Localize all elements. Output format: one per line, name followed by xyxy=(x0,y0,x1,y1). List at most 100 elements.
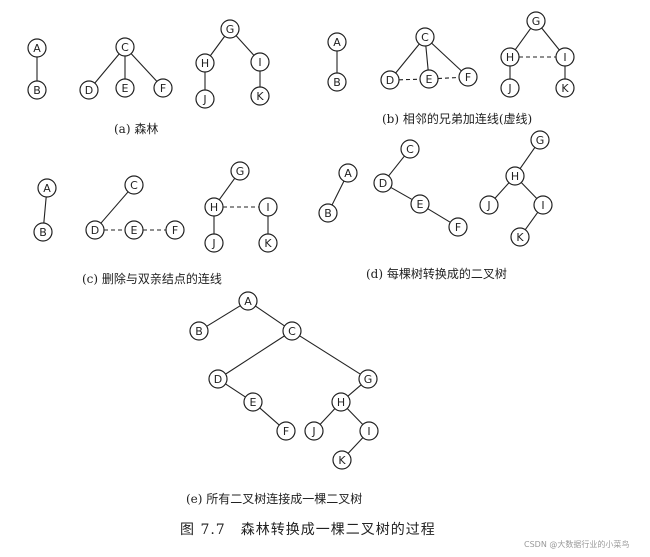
node-a-A: A xyxy=(27,38,47,58)
node-a-B: B xyxy=(27,80,47,100)
node-label: E xyxy=(426,73,433,86)
edge-d-I-K xyxy=(524,211,539,231)
node-label: C xyxy=(121,41,129,54)
node-label: J xyxy=(311,425,315,438)
edge-e-D-E xyxy=(225,383,246,398)
node-label: I xyxy=(266,201,269,214)
caption-c: (c) 删除与双亲结点的连线 xyxy=(82,272,222,286)
node-label: A xyxy=(43,182,51,195)
node-a-D: D xyxy=(79,80,99,100)
node-label: G xyxy=(364,373,373,386)
edge-e-A-B xyxy=(206,305,241,327)
node-label: G xyxy=(532,15,541,28)
node-label: A xyxy=(244,295,252,308)
figure-title: 图 7.7 森林转换成一棵二叉树的过程 xyxy=(180,522,436,538)
edge-e-A-C xyxy=(255,305,285,327)
node-b-K: K xyxy=(555,78,575,98)
node-e-B: B xyxy=(189,321,209,341)
node-b-A: A xyxy=(327,32,347,52)
node-d-A: A xyxy=(338,163,358,183)
node-label: J xyxy=(507,82,511,95)
node-label: B xyxy=(324,207,332,220)
node-c-A: A xyxy=(37,178,57,198)
node-d-J: J xyxy=(479,195,499,215)
node-b-G: G xyxy=(526,11,546,31)
node-label: D xyxy=(214,373,222,386)
node-label: I xyxy=(563,51,566,64)
node-a-K: K xyxy=(250,86,270,106)
node-label: B xyxy=(333,76,341,89)
edge-a-C-F xyxy=(130,53,158,82)
node-label: D xyxy=(379,177,387,190)
node-label: J xyxy=(211,237,215,250)
node-d-D: D xyxy=(373,173,393,193)
edge-b-C-F xyxy=(431,42,462,72)
edge-e-H-I xyxy=(346,408,364,425)
edge-e-C-D xyxy=(225,335,285,375)
edge-e-C-G xyxy=(299,335,361,375)
node-d-K: K xyxy=(510,227,530,247)
node-c-F: F xyxy=(165,220,185,240)
node-d-F: F xyxy=(448,217,468,237)
node-label: C xyxy=(406,143,414,156)
node-label: B xyxy=(39,226,47,239)
edge-c-C-D xyxy=(100,191,129,224)
node-e-C: C xyxy=(282,321,302,341)
edge-e-H-J xyxy=(319,408,336,425)
node-a-C: C xyxy=(115,37,135,57)
watermark: CSDN @大数据行业的小菜鸟 xyxy=(524,540,630,549)
node-label: F xyxy=(465,71,471,84)
edge-a-G-I xyxy=(235,35,255,56)
node-label: I xyxy=(541,199,544,212)
node-label: C xyxy=(130,179,138,192)
node-c-D: D xyxy=(85,220,105,240)
node-c-H: H xyxy=(204,197,224,217)
edge-e-E-F xyxy=(259,407,280,426)
edge-b-E-F xyxy=(437,76,460,80)
node-label: H xyxy=(337,396,345,409)
node-d-E: E xyxy=(410,194,430,214)
node-label: F xyxy=(160,82,166,95)
edge-b-G-I xyxy=(541,27,560,51)
node-b-F: F xyxy=(458,67,478,87)
node-a-J: J xyxy=(195,89,215,109)
node-c-E: E xyxy=(124,220,144,240)
node-label: K xyxy=(561,82,569,95)
node-c-J: J xyxy=(204,233,224,253)
edge-e-G-H xyxy=(347,384,362,397)
node-label: A xyxy=(333,36,341,49)
node-label: I xyxy=(367,425,370,438)
edge-b-C-E xyxy=(425,45,429,71)
edge-d-H-J xyxy=(494,182,510,199)
node-label: E xyxy=(250,396,257,409)
edge-d-D-E xyxy=(390,186,413,201)
node-label: H xyxy=(511,170,519,183)
node-e-I: I xyxy=(359,421,379,441)
node-d-C: C xyxy=(400,139,420,159)
node-c-I: I xyxy=(258,197,278,217)
node-b-H: H xyxy=(500,47,520,67)
node-b-B: B xyxy=(327,72,347,92)
edge-c-G-H xyxy=(218,177,236,201)
node-label: I xyxy=(258,56,261,69)
node-label: B xyxy=(195,325,203,338)
edge-b-C-D xyxy=(395,43,420,74)
node-label: G xyxy=(226,23,235,36)
node-e-G: G xyxy=(358,369,378,389)
node-c-C: C xyxy=(124,175,144,195)
node-label: H xyxy=(201,57,209,70)
edge-b-G-H xyxy=(514,27,532,51)
edge-a-G-H xyxy=(209,35,226,57)
node-b-E: E xyxy=(419,69,439,89)
node-d-I: I xyxy=(533,195,553,215)
node-b-I: I xyxy=(555,47,575,67)
edge-e-I-K xyxy=(347,437,364,454)
edge-d-H-I xyxy=(520,182,538,199)
edge-d-E-F xyxy=(427,208,451,223)
